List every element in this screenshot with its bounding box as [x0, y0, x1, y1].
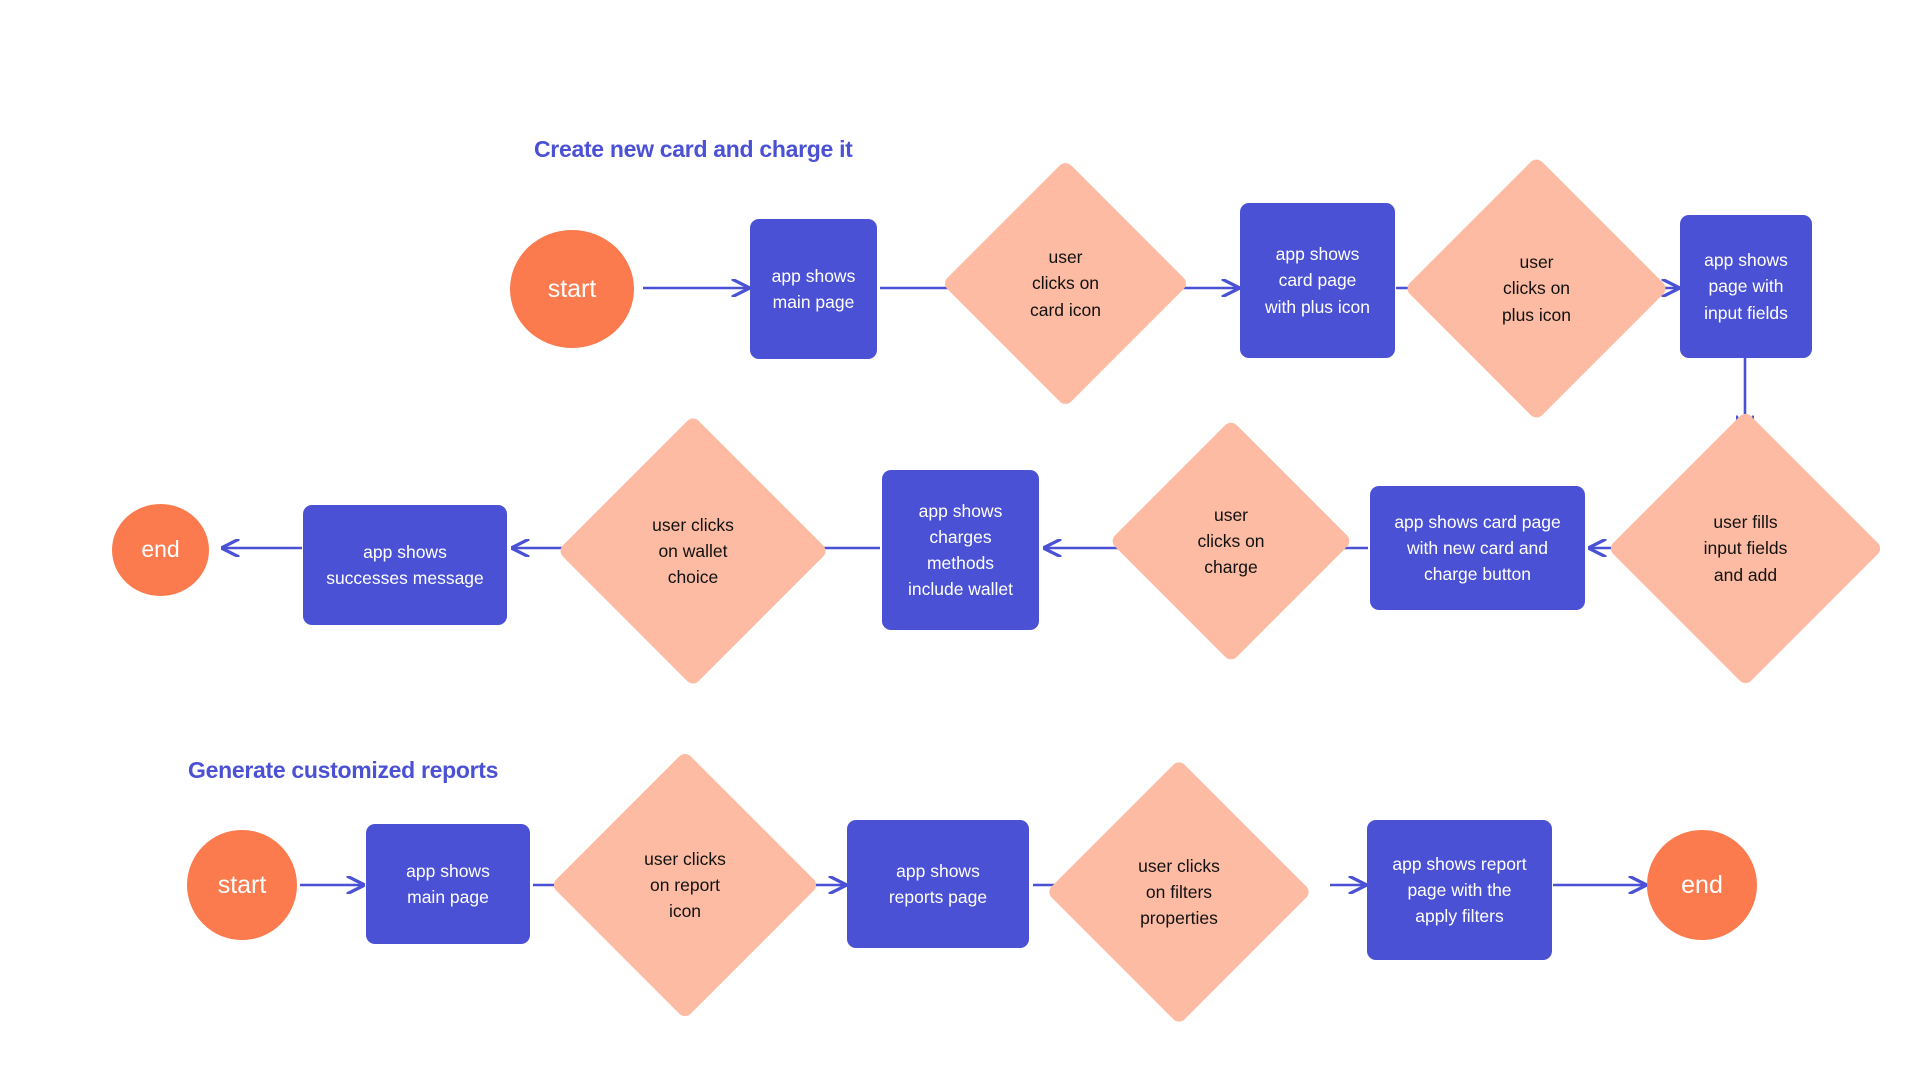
- node-label: user fills input fields and add: [1703, 512, 1788, 585]
- node-user-clicks-plus-icon[interactable]: user clicks on plus icon: [1404, 156, 1669, 421]
- node2-app-shows-report-page-filters[interactable]: app shows report page with the apply fil…: [1367, 820, 1552, 960]
- node-app-shows-card-page-plus[interactable]: app shows card page with plus icon: [1240, 203, 1395, 358]
- node-user-fills-input-fields[interactable]: user fills input fields and add: [1607, 410, 1884, 687]
- node-label: app shows card page with new card and ch…: [1394, 511, 1561, 585]
- node-label: app shows report page with the apply fil…: [1392, 853, 1527, 927]
- node-label: user clicks on report icon: [644, 848, 726, 922]
- node2-app-shows-reports-page[interactable]: app shows reports page: [847, 820, 1029, 948]
- node2-user-clicks-filters-properties[interactable]: user clicks on filters properties: [1046, 759, 1312, 1025]
- node-start-flow1[interactable]: start: [510, 230, 634, 348]
- node2-app-shows-main-page[interactable]: app shows main page: [366, 824, 530, 944]
- node-label: end: [141, 536, 180, 563]
- node-label: user clicks on charge: [1197, 504, 1265, 578]
- node-label: start: [547, 275, 597, 303]
- node-app-shows-card-page-new-card[interactable]: app shows card page with new card and ch…: [1370, 486, 1585, 610]
- node2-user-clicks-report-icon[interactable]: user clicks on report icon: [550, 750, 820, 1020]
- node-user-clicks-card-icon[interactable]: user clicks on card icon: [941, 159, 1190, 408]
- node-label: start: [217, 871, 267, 899]
- node-label: app shows main page: [771, 265, 856, 312]
- section-title-create-card: Create new card and charge it: [534, 136, 853, 162]
- node-app-shows-page-input-fields[interactable]: app shows page with input fields: [1680, 215, 1812, 358]
- node-label: app shows reports page: [888, 860, 988, 907]
- node-label: user clicks on wallet choice: [652, 514, 734, 588]
- node-end-flow1[interactable]: end: [112, 504, 209, 596]
- node-app-shows-main-page[interactable]: app shows main page: [750, 219, 877, 359]
- node-label: app shows page with input fields: [1704, 250, 1788, 323]
- node-label: app shows charges methods include wallet: [907, 500, 1014, 600]
- node-label: user clicks on filters properties: [1138, 855, 1220, 929]
- node-user-clicks-charge[interactable]: user clicks on charge: [1109, 419, 1353, 663]
- node-label: app shows successes message: [326, 541, 484, 588]
- node-label: user clicks on card icon: [1029, 247, 1101, 320]
- node-label: app shows card page with plus icon: [1264, 244, 1371, 317]
- node-app-shows-successes-message[interactable]: app shows successes message: [303, 505, 507, 625]
- node-end-flow2[interactable]: end: [1647, 830, 1757, 940]
- node-app-shows-charges-methods[interactable]: app shows charges methods include wallet: [882, 470, 1039, 630]
- node-start-flow2[interactable]: start: [187, 830, 297, 940]
- node-user-clicks-wallet-choice[interactable]: user clicks on wallet choice: [557, 415, 829, 687]
- section-title-generate-reports: Generate customized reports: [188, 757, 499, 783]
- node-label: user clicks on plus icon: [1501, 252, 1572, 325]
- node-label: app shows main page: [406, 860, 490, 907]
- node-label: end: [1681, 871, 1723, 899]
